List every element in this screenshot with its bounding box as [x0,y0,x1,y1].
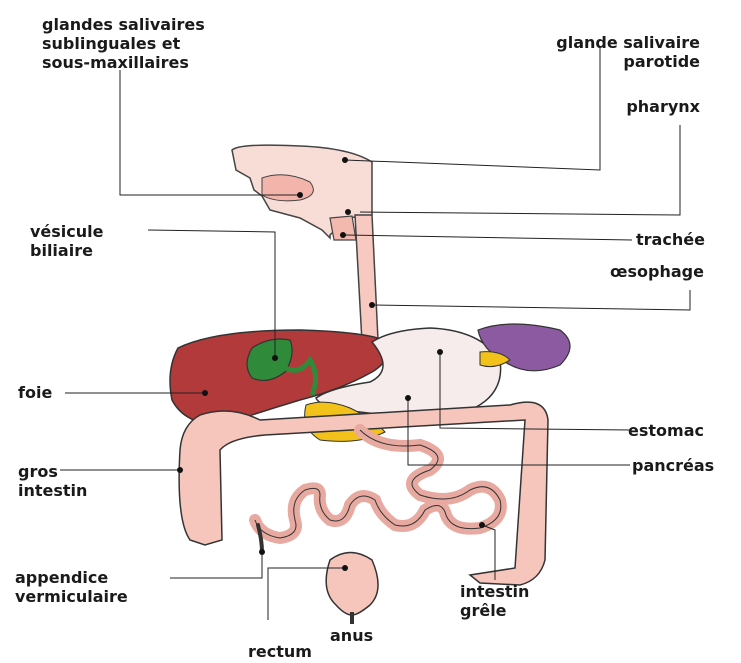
dot-foie [202,390,208,396]
dot-pancreas [405,395,411,401]
label-anus: anus [330,626,373,645]
label-pharynx: pharynx [600,97,700,116]
dot-intestin-grele [479,522,485,528]
oesophagus-tube [355,215,378,342]
dot-glandes [297,192,303,198]
leader-pharynx [360,125,680,215]
dot-estomac [437,349,443,355]
label-appendice: appendice vermiculaire [15,568,128,606]
label-vesicule: vésicule biliaire [30,222,104,260]
label-trachee: trachée [636,230,705,249]
dot-pharynx [345,209,351,215]
dot-appendice [259,549,265,555]
label-gros-intestin: gros intestin [18,462,87,500]
label-glandes-sublinguales: glandes salivaires sublinguales et sous-… [42,15,205,72]
dot-parotide [342,157,348,163]
label-pancreas: pancréas [632,456,714,475]
dot-gros-intestin [177,467,183,473]
label-intestin-grele: intestin grêle [460,582,529,620]
small-intestine-shape [255,430,501,538]
leader-appendice [170,552,262,578]
rectum-shape [326,553,378,616]
label-oesophage: œsophage [610,262,704,281]
dot-trachee [340,232,346,238]
leader-oesophage [372,290,690,310]
label-glande-parotide: glande salivaire parotide [540,33,700,71]
label-rectum: rectum [248,642,312,661]
dot-vesicule [272,355,278,361]
label-foie: foie [18,383,52,402]
leader-trachee [345,235,632,240]
anus-shape [350,612,354,624]
dot-oesophage [369,302,375,308]
dot-rectum [342,565,348,571]
label-estomac: estomac [628,421,704,440]
